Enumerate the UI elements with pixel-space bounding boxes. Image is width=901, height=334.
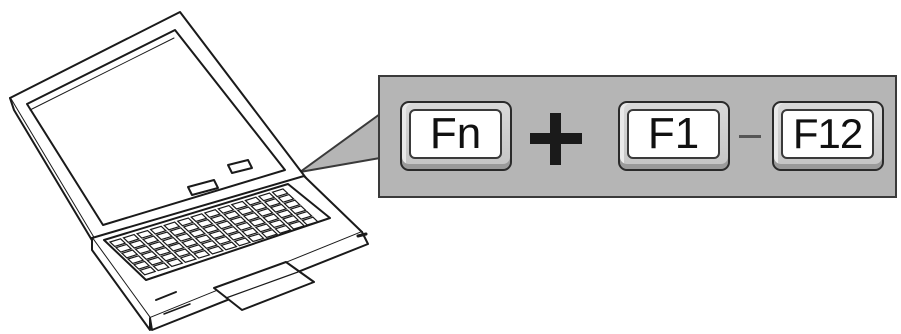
- shortcut-callout: Fn F1 F12: [378, 75, 897, 198]
- range-dash-icon: [739, 135, 761, 138]
- plus-icon: [530, 113, 582, 165]
- fn-key: Fn: [400, 101, 512, 171]
- f1-key: F1: [618, 101, 730, 171]
- f12-key: F12: [772, 101, 884, 171]
- fn-key-label: Fn: [409, 109, 502, 159]
- f1-key-label: F1: [627, 109, 720, 159]
- f12-key-label: F12: [781, 109, 874, 159]
- callout-pointer: [300, 114, 380, 172]
- side-port: [358, 234, 366, 236]
